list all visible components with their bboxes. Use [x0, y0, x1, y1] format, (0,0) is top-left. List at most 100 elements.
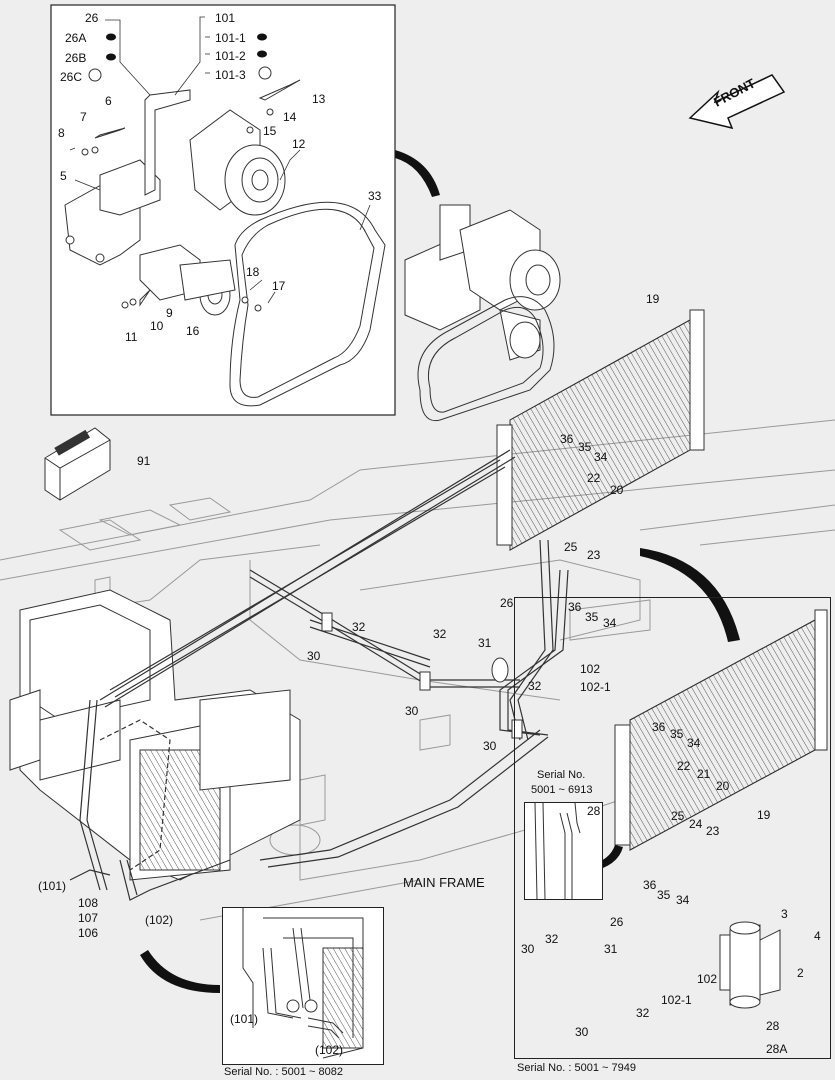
callout-101p: (101) [38, 879, 67, 893]
controller-91 [44, 427, 111, 501]
callout-9: 9 [166, 306, 173, 320]
callout-5: 5 [60, 169, 67, 183]
callout-91: 91 [137, 454, 151, 468]
callout-30a: 30 [307, 649, 321, 663]
callout-32b: 32 [433, 627, 447, 641]
cap-icons-top [88, 66, 272, 82]
callout-6: 6 [105, 94, 112, 108]
callout-23: 23 [587, 548, 601, 562]
callout-34-br: 34 [687, 736, 701, 750]
callout-30b-br: 30 [575, 1025, 589, 1039]
main-frame-label: MAIN FRAME [403, 875, 485, 890]
callout-22-br: 22 [677, 759, 691, 773]
callout-28-br: 28 [766, 1019, 780, 1033]
callout-25-br: 25 [671, 809, 685, 823]
callout-36: 36 [560, 432, 574, 446]
callout-31-br: 31 [604, 942, 618, 956]
callout-102-br: 102 [697, 972, 718, 986]
callout-35b-br: 35 [657, 888, 671, 902]
leader-lines-top [69, 16, 371, 304]
seal-icons-top [106, 33, 267, 61]
callout-16: 16 [186, 324, 200, 338]
callout-24-br: 24 [689, 817, 703, 831]
callout-11: 11 [125, 330, 138, 344]
sub-inset-serial [524, 802, 603, 900]
callout-21-br: 21 [697, 767, 711, 781]
callout-12: 12 [292, 137, 306, 151]
callout-35-br: 35 [670, 727, 684, 741]
callout-31: 31 [478, 636, 492, 650]
callout-19: 19 [646, 292, 660, 306]
sub-serial-range: 5001 ~ 6913 [531, 784, 593, 796]
callout-10: 10 [150, 319, 164, 333]
callout-102p-inset: (102) [315, 1043, 344, 1057]
callout-102-1: 102-1 [580, 680, 611, 694]
callout-4-br: 4 [814, 929, 821, 943]
callout-30c: 30 [483, 739, 497, 753]
callout-36b-br: 36 [643, 878, 657, 892]
callout-18: 18 [246, 265, 260, 279]
callout-8: 8 [58, 126, 65, 140]
callout-32b-br: 32 [636, 1006, 650, 1020]
callout-33: 33 [368, 189, 382, 203]
callout-20: 20 [610, 483, 624, 497]
callout-32c: 32 [528, 679, 542, 693]
callout-101-3: 101-3 [215, 68, 246, 82]
callout-14: 14 [283, 110, 297, 124]
serial-bottom-right: Serial No. : 5001 ~ 7949 [517, 1062, 636, 1074]
inset-bottom-right [514, 597, 831, 1059]
callout-26C: 26C [60, 70, 83, 84]
callout-101: 101 [215, 11, 236, 25]
callout-2-br: 2 [797, 966, 804, 980]
inset-bottom-left [222, 907, 384, 1065]
callout-106: 106 [78, 926, 99, 940]
compressor-main [404, 204, 561, 422]
callout-20-br: 20 [716, 779, 730, 793]
callout-7: 7 [80, 110, 87, 124]
callout-101p-inset: (101) [230, 1012, 259, 1026]
front-arrow [688, 74, 786, 130]
callout-107: 107 [78, 911, 99, 925]
callout-22: 22 [587, 471, 601, 485]
callout-34: 34 [594, 450, 608, 464]
callout-26-main: 26 [500, 596, 514, 610]
clamps [321, 612, 523, 739]
callout-26: 26 [85, 11, 99, 25]
callout-36b: 36 [568, 600, 582, 614]
callout-35b: 35 [585, 610, 599, 624]
callout-30a-br: 30 [521, 942, 535, 956]
callout-102p: (102) [145, 913, 174, 927]
callout-28A-br: 28A [766, 1042, 788, 1056]
heater-unit [9, 589, 301, 881]
callout-15: 15 [263, 124, 277, 138]
callout-102: 102 [580, 662, 601, 676]
callout-102-1-br: 102-1 [661, 993, 692, 1007]
callout-101-2: 101-2 [215, 49, 246, 63]
callout-23-br: 23 [706, 824, 720, 838]
callout-26B: 26B [65, 51, 87, 65]
callout-34b-br: 34 [676, 893, 690, 907]
callout-17: 17 [272, 279, 286, 293]
callout-3-br: 3 [781, 907, 788, 921]
callout-32a: 32 [352, 620, 366, 634]
callout-34b: 34 [603, 616, 617, 630]
callout-26A: 26A [65, 31, 87, 45]
callout-101-1: 101-1 [215, 31, 246, 45]
callout-30b: 30 [405, 704, 419, 718]
callout-26-br: 26 [610, 915, 624, 929]
sub-inset-drawing [534, 803, 581, 899]
condenser-upper [496, 309, 705, 551]
receiver-dryer [719, 921, 781, 1009]
condenser-lower [614, 609, 828, 851]
inset-bottom-left-drawing [242, 908, 364, 1059]
callout-32a-br: 32 [545, 932, 559, 946]
callout-28a: 28 [587, 804, 601, 818]
callout-36-br: 36 [652, 720, 666, 734]
sub-serial-title: Serial No. [537, 769, 586, 781]
callout-108: 108 [78, 896, 99, 910]
compressor-assembly [64, 79, 386, 407]
callout-19-br: 19 [757, 808, 771, 822]
callout-35: 35 [578, 440, 592, 454]
